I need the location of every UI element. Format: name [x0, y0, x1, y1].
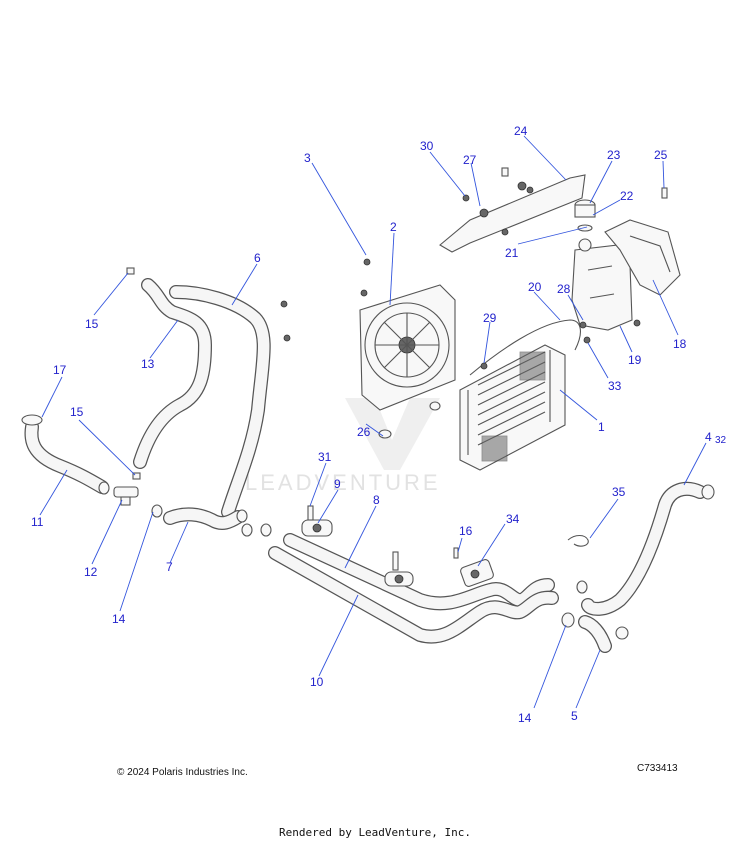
part-12-tee — [113, 486, 139, 506]
callout-8: 8 — [373, 493, 380, 507]
part-7-hose — [163, 507, 245, 530]
callout-34: 34 — [506, 512, 520, 526]
callout-20: 20 — [528, 280, 542, 294]
screw — [501, 167, 509, 177]
callout-30: 30 — [420, 139, 434, 153]
part-3-screw — [363, 258, 371, 266]
render-note: Rendered by LeadVenture, Inc. — [278, 826, 472, 839]
part-28-fitting — [579, 321, 587, 329]
part-13-hose — [133, 278, 212, 469]
callout-5: 5 — [571, 709, 578, 723]
part-9-bracket — [301, 505, 333, 537]
callout-12: 12 — [84, 565, 98, 579]
callouts: 1 2 3 4 5 6 7 8 9 10 11 12 13 14 14 15 1… — [31, 124, 727, 725]
callout-11: 11 — [31, 515, 44, 529]
part-35-clamp — [567, 534, 589, 547]
callout-22: 22 — [620, 189, 634, 203]
leader-lines — [39, 135, 707, 709]
callout-17: 17 — [53, 363, 67, 377]
part-16-bolt — [453, 547, 459, 559]
grommet — [429, 401, 441, 411]
screw — [360, 289, 368, 297]
clamp — [615, 626, 629, 640]
callout-21: 21 — [505, 246, 519, 260]
part-14-clamp — [561, 612, 575, 628]
callout-4: 4 — [705, 430, 712, 444]
part-26-grommet — [378, 429, 392, 439]
clamp — [576, 580, 588, 594]
bracket — [384, 551, 414, 587]
screw — [633, 319, 641, 327]
watermark: LEADVENTURE — [245, 398, 441, 495]
screw — [280, 300, 288, 308]
part-10-tube — [268, 546, 559, 644]
part-11-hose — [24, 420, 109, 494]
watermark-text: LEADVENTURE — [245, 470, 441, 495]
part-34-bracket — [460, 559, 494, 587]
callout-10: 10 — [310, 675, 324, 689]
callout-14-right: 14 — [518, 711, 532, 725]
callout-24: 24 — [514, 124, 528, 138]
callout-31: 31 — [318, 450, 332, 464]
callout-16: 16 — [459, 524, 473, 538]
callout-2: 2 — [390, 220, 397, 234]
part-21-screw — [501, 228, 509, 236]
callout-32: 32 — [715, 435, 727, 446]
clamp — [241, 523, 253, 537]
part-6-hose — [169, 285, 271, 519]
callout-13: 13 — [141, 357, 155, 371]
clamp — [236, 509, 248, 523]
callout-29: 29 — [483, 311, 497, 325]
callout-18: 18 — [673, 337, 687, 351]
callout-23: 23 — [607, 148, 621, 162]
callout-7: 7 — [166, 560, 173, 574]
parts-drawing — [21, 167, 715, 653]
part-17-clamp — [21, 414, 43, 426]
callout-14-left: 14 — [112, 612, 126, 626]
callout-15-bottom: 15 — [70, 405, 84, 419]
part-8-tube — [283, 533, 555, 611]
callout-15-top: 15 — [85, 317, 99, 331]
part-5-elbow — [578, 615, 612, 653]
callout-27: 27 — [463, 153, 477, 167]
part-32-clamp — [701, 484, 715, 500]
callout-28: 28 — [557, 282, 571, 296]
callout-33: 33 — [608, 379, 622, 393]
part-15-fitting — [126, 267, 141, 480]
copyright-text: © 2024 Polaris Industries Inc. — [117, 767, 248, 778]
part-25-screw — [661, 187, 668, 199]
callout-35: 35 — [612, 485, 626, 499]
callout-9: 9 — [334, 477, 341, 491]
watermark-logo-icon — [345, 398, 440, 470]
callout-3: 3 — [304, 151, 311, 165]
part-30-screw — [462, 194, 470, 202]
clamp — [98, 481, 110, 495]
part-23-cap — [574, 199, 596, 232]
part-14-clamp — [151, 504, 163, 518]
part-1-radiator — [459, 344, 566, 471]
part-24-bracket — [439, 174, 586, 253]
part-20-tube — [469, 319, 581, 376]
clamp — [260, 523, 272, 537]
callout-26: 26 — [357, 425, 371, 439]
callout-25: 25 — [654, 148, 668, 162]
callout-6: 6 — [254, 251, 261, 265]
part-18-bracket — [604, 219, 681, 296]
diagram-code: C733413 — [637, 763, 678, 774]
part-33-screw — [583, 336, 591, 344]
callout-1: 1 — [598, 420, 605, 434]
part-2-fan — [359, 284, 456, 411]
part-4-hose — [581, 481, 707, 616]
screw — [283, 334, 291, 342]
part-29-fitting — [480, 362, 488, 370]
callout-19: 19 — [628, 353, 642, 367]
